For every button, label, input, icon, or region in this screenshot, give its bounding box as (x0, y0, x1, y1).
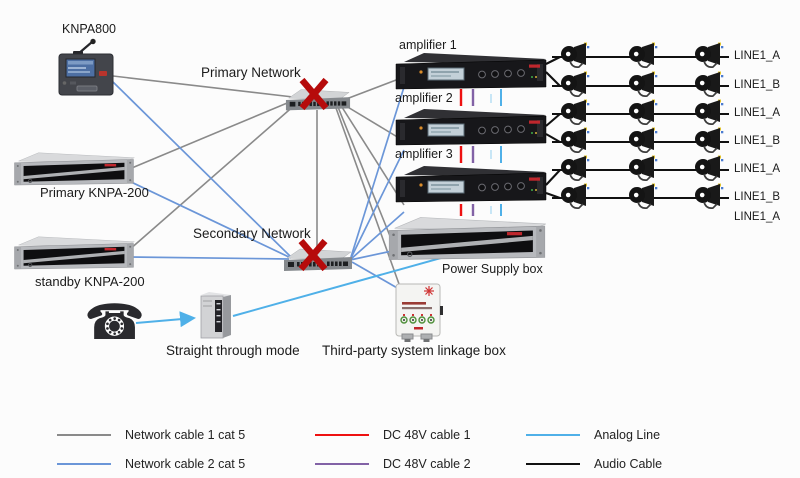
legend-item-network-cable-2: Network cable 2 cat 5 (57, 457, 245, 471)
amplifier-3-rack (394, 164, 548, 204)
horn-speaker-icon (560, 99, 590, 129)
horn-speaker-icon (560, 127, 590, 157)
amplifier-1-rack (394, 51, 548, 91)
speaker-line-label: LINE1_B (734, 191, 781, 203)
legend-item-audio-cable: Audio Cable (526, 457, 662, 471)
primary-knpa200-rack (12, 146, 136, 191)
speaker-line-label: LINE1_A (734, 50, 781, 62)
speaker-line-label: LINE1_B (734, 79, 781, 91)
horn-speaker-icon (628, 155, 658, 185)
knpa800-label: KNPA800 (62, 22, 116, 36)
failure-cross-icon (297, 75, 331, 118)
speaker-line-label: LINE1_A (734, 163, 781, 175)
horn-speaker-icon (694, 127, 724, 157)
power-supply-label: Power Supply box (442, 262, 543, 276)
legend-line-analog (526, 434, 580, 436)
legend-line-network-cable-2 (57, 463, 111, 465)
failure-cross-icon (296, 236, 330, 279)
standby-knpa200-label: standby KNPA-200 (35, 274, 145, 289)
horn-speaker-icon (628, 183, 658, 213)
horn-speaker-icon (560, 155, 590, 185)
network-cable-2-lines (111, 80, 405, 290)
straight-through-label: Straight through mode (166, 343, 300, 358)
power-supply-box (386, 213, 548, 263)
horn-speaker-icon (694, 99, 724, 129)
amplifier-3-label: amplifier 3 (395, 147, 453, 161)
horn-speaker-icon (560, 42, 590, 72)
horn-speaker-icon (560, 71, 590, 101)
third-party-linkage-box (395, 280, 443, 342)
horn-speaker-icon (694, 42, 724, 72)
legend-line-audio (526, 463, 580, 465)
legend-line-dc48v-cable-1 (315, 434, 369, 436)
horn-speaker-icon (560, 183, 590, 213)
knpa800-console (56, 38, 116, 98)
speaker-line-label: LINE1_A (734, 211, 781, 223)
horn-speaker-icon (694, 155, 724, 185)
amplifier-1-label: amplifier 1 (399, 38, 457, 52)
secondary-network-label: Secondary Network (193, 226, 311, 241)
legend-item-dc48v-cable-1: DC 48V cable 1 (315, 428, 471, 442)
network-cable-1-lines (112, 75, 405, 285)
legend-item-analog-line: Analog Line (526, 428, 660, 442)
horn-speaker-icon (694, 71, 724, 101)
horn-speaker-icon (628, 127, 658, 157)
horn-speaker-icon (694, 183, 724, 213)
primary-knpa200-label: Primary KNPA-200 (40, 185, 149, 200)
amplifier-2-label: amplifier 2 (395, 91, 453, 105)
server-tower (197, 290, 235, 340)
horn-speaker-icon (628, 42, 658, 72)
standby-knpa200-rack (12, 230, 136, 275)
telephone-icon: ☎ (84, 294, 146, 351)
legend-line-dc48v-cable-2 (315, 463, 369, 465)
speaker-line-label: LINE1_B (734, 135, 781, 147)
legend-item-network-cable-1: Network cable 1 cat 5 (57, 428, 245, 442)
primary-network-label: Primary Network (201, 65, 301, 80)
linkage-box-label: Third-party system linkage box (322, 343, 506, 358)
horn-speaker-icon (628, 99, 658, 129)
amplifier-2-rack (394, 107, 548, 147)
horn-speaker-icon (628, 71, 658, 101)
legend-line-network-cable-1 (57, 434, 111, 436)
speaker-line-label: LINE1_A (734, 107, 781, 119)
legend-item-dc48v-cable-2: DC 48V cable 2 (315, 457, 471, 471)
